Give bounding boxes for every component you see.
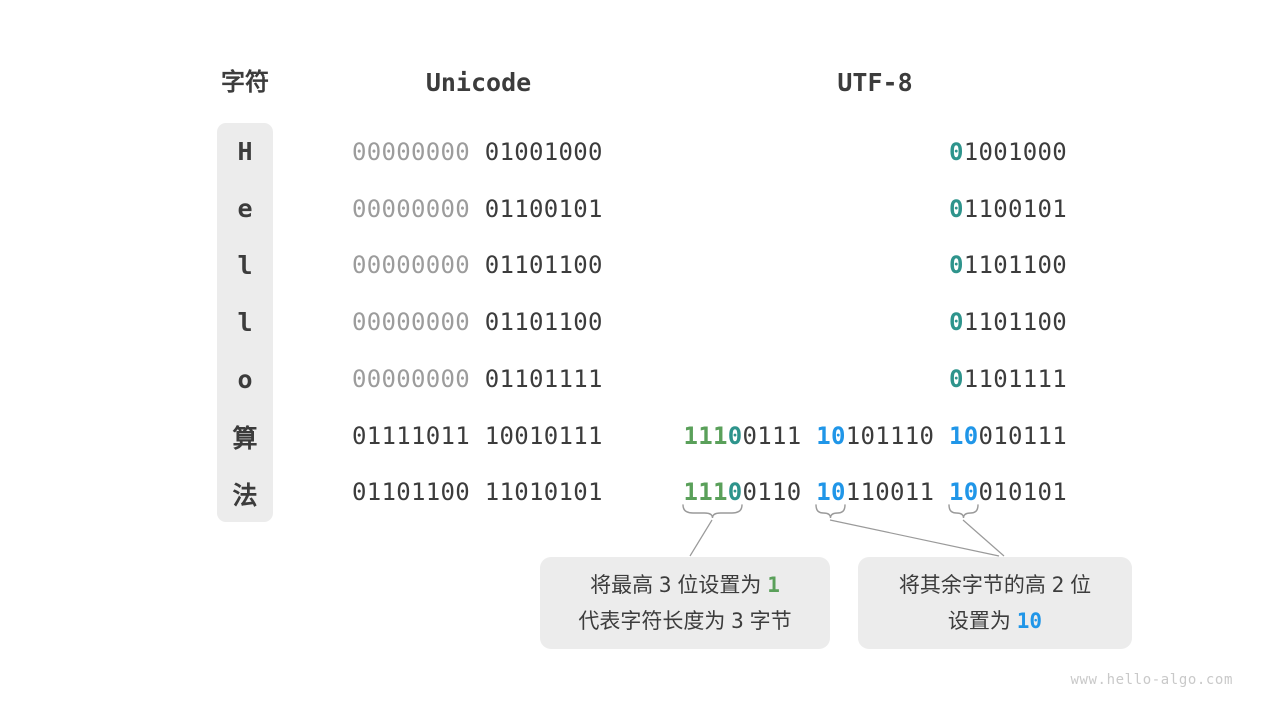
text-segment: 将其余字节的高 — [898, 574, 1052, 597]
text-segment: 1100101 — [963, 194, 1067, 223]
callout-continuation-bits: 将其余字节的高 2 位 设置为 10 — [858, 557, 1132, 649]
text-segment: 3 — [658, 573, 672, 597]
text-segment: 1101100 — [963, 308, 1067, 337]
column-header-utf8: UTF-8 — [837, 68, 913, 97]
text-segment: 00000000 — [352, 194, 470, 223]
text-segment: 位设置为 — [671, 574, 768, 597]
character-cell: 算 — [232, 424, 258, 453]
text-segment: 01101111 — [470, 364, 603, 393]
text-segment: 3 — [731, 609, 744, 633]
unicode-value: 00000000 01100101 — [352, 181, 603, 237]
watermark: www.hello-algo.com — [1070, 672, 1233, 688]
text-segment: 01101100 — [470, 308, 603, 337]
text-segment: 0 — [949, 138, 964, 166]
text-segment: 01100101 — [470, 194, 603, 223]
text-segment: 0110 — [742, 478, 817, 507]
text-segment: 01001000 — [470, 138, 603, 166]
utf8-value: 11100111 10101110 10010111 — [684, 408, 1068, 464]
text-segment: 1101111 — [963, 364, 1067, 393]
utf8-value: 01100101 — [949, 181, 1067, 237]
unicode-value: 01111011 10010111 — [352, 408, 603, 464]
text-segment: 设置为 — [947, 610, 1017, 633]
text-segment: 00000000 — [352, 138, 470, 166]
utf8-value: 01101100 — [949, 237, 1067, 293]
connector-line — [829, 519, 1000, 557]
unicode-value: 00000000 01001000 — [352, 124, 603, 180]
text-segment: 01101100 — [470, 251, 603, 280]
text-segment: 1101100 — [963, 251, 1067, 280]
connector-line — [962, 519, 1005, 557]
utf8-value: 11100110 10110011 10010101 — [684, 464, 1068, 520]
text-segment: 0 — [727, 421, 743, 450]
text-segment: 1 — [767, 573, 780, 597]
text-segment: 10 — [816, 421, 846, 450]
callout-text-line: 将最高 3 位设置为 1 — [540, 567, 830, 603]
text-segment: 代表字符长度为 — [578, 610, 732, 633]
unicode-value: 00000000 01101100 — [352, 294, 603, 350]
text-segment: 2 — [1051, 573, 1065, 597]
unicode-value: 00000000 01101111 — [352, 351, 603, 407]
text-segment: 0 — [727, 478, 743, 507]
character-cell: l — [237, 251, 253, 280]
callout-high-bits: 将最高 3 位设置为 1 代表字符长度为 3 字节 — [540, 557, 830, 649]
unicode-value: 00000000 01101100 — [352, 237, 603, 293]
text-segment: 0111 — [742, 421, 817, 450]
character-cell: e — [237, 194, 253, 223]
text-segment: 111 — [683, 478, 728, 507]
text-segment: 字节 — [743, 610, 792, 633]
text-segment: 0 — [949, 251, 964, 280]
callout-text-line: 将其余字节的高 2 位 — [858, 567, 1132, 603]
text-segment: 00000000 — [352, 308, 470, 337]
text-segment: 10 — [1016, 609, 1043, 633]
text-segment: 0 — [949, 308, 964, 337]
callout-text-line: 设置为 10 — [858, 603, 1132, 639]
text-segment: 01111011 10010111 — [352, 421, 603, 450]
callout-text-line: 代表字符长度为 3 字节 — [540, 603, 830, 639]
column-header-unicode: Unicode — [425, 68, 532, 97]
character-cell: 法 — [232, 481, 258, 510]
text-segment: 将最高 — [590, 574, 659, 597]
text-segment: 111 — [683, 421, 728, 450]
utf8-value: 01101100 — [949, 294, 1067, 350]
utf8-value: 01001000 — [949, 124, 1067, 180]
text-segment: 00000000 — [352, 251, 470, 280]
text-segment: 01101100 11010101 — [352, 478, 603, 507]
text-segment: 00000000 — [352, 364, 470, 393]
text-segment: 10 — [816, 478, 846, 507]
utf8-value: 01101111 — [949, 351, 1067, 407]
character-cell: H — [237, 137, 253, 166]
text-segment: 0 — [949, 364, 964, 393]
text-segment: 0 — [949, 194, 964, 223]
text-segment: 位 — [1064, 574, 1092, 597]
text-segment: 10 — [949, 421, 979, 450]
text-segment: 110011 — [845, 478, 949, 507]
text-segment: 101110 — [845, 421, 949, 450]
character-cell: l — [237, 308, 253, 337]
text-segment: 010111 — [978, 421, 1067, 450]
character-cell: o — [237, 365, 253, 394]
connector-line — [689, 519, 713, 557]
unicode-value: 01101100 11010101 — [352, 464, 603, 520]
text-segment: 010101 — [978, 478, 1067, 507]
text-segment: 10 — [949, 478, 979, 507]
text-segment: 1001000 — [963, 138, 1067, 166]
column-header-character: 字符 — [221, 69, 269, 96]
